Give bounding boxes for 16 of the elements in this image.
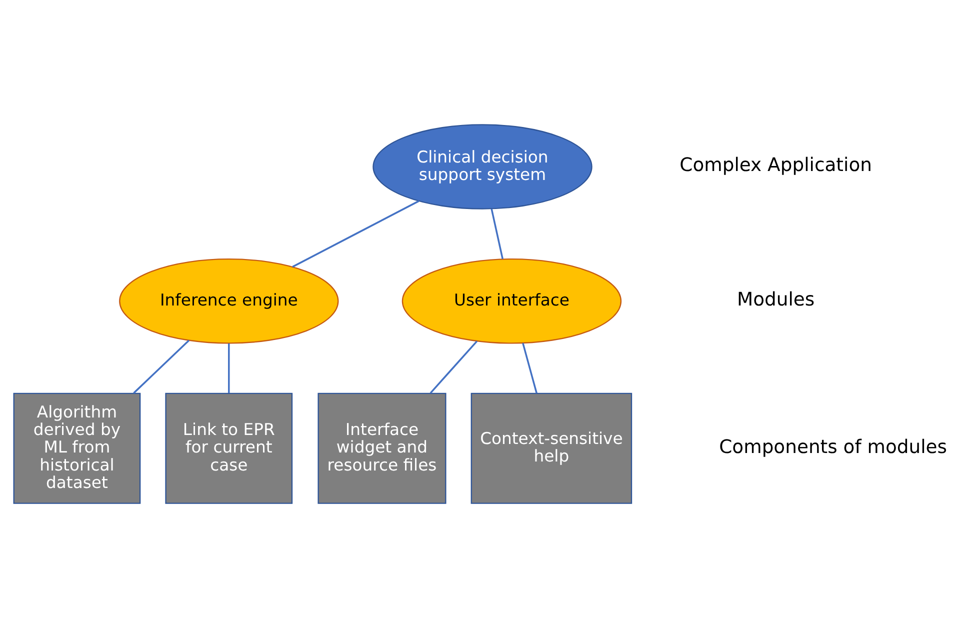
connector	[133, 339, 190, 394]
connector	[490, 208, 504, 259]
connector	[430, 340, 478, 394]
label: Components of modules	[719, 436, 948, 458]
node-box: Link to EPR for current case	[165, 392, 293, 504]
node-ellipse: Clinical decision support system	[372, 124, 592, 209]
node-box: Context-sensitive help	[470, 392, 632, 504]
node-box: Algorithm derived by ML from historical dataset	[13, 392, 141, 504]
node-ellipse: User interface	[402, 258, 622, 344]
node-ellipse: Inference engine	[119, 258, 339, 344]
label: Modules	[736, 289, 815, 310]
label: Complex Application	[680, 154, 872, 176]
connector	[228, 342, 230, 392]
connector	[522, 342, 538, 393]
connector	[292, 200, 420, 268]
node-box: Interface widget and resource files	[318, 392, 446, 504]
